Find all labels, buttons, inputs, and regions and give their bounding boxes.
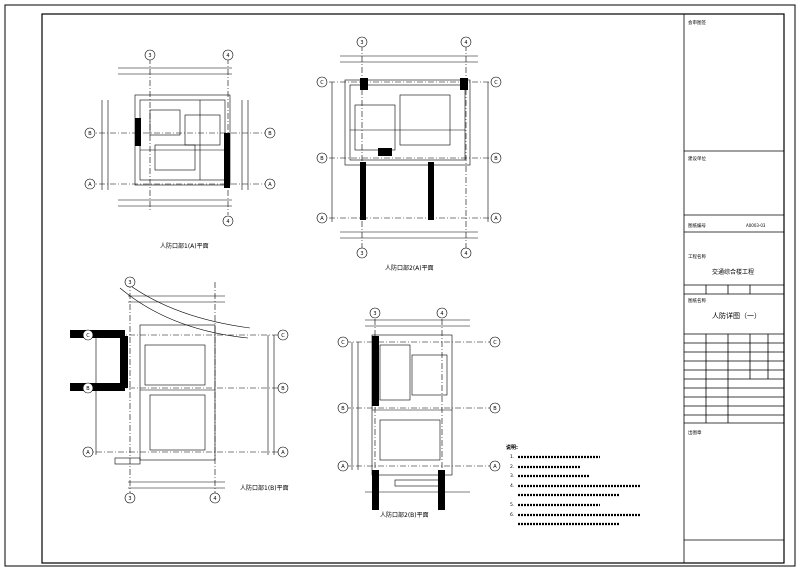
wall-fill bbox=[438, 470, 445, 510]
project-name: 交通综合楼工程 bbox=[712, 268, 754, 276]
svg-text:5.: 5. bbox=[510, 502, 514, 508]
svg-text:C: C bbox=[341, 340, 345, 346]
wall-fill bbox=[70, 330, 125, 338]
project-label: 工程名称 bbox=[688, 253, 706, 260]
drawing-number: A0003-03 bbox=[746, 223, 766, 228]
outer-border bbox=[4, 4, 796, 567]
svg-text:4: 4 bbox=[464, 251, 467, 257]
plan-caption: 人防口部1(B)平面 bbox=[240, 484, 289, 492]
svg-text:C: C bbox=[86, 333, 90, 339]
notes-heading: 说明: bbox=[506, 444, 518, 451]
inner-border bbox=[41, 13, 785, 564]
title-block-label: 图纸编号 bbox=[688, 222, 706, 229]
wall-fill bbox=[120, 336, 128, 388]
title-block-label: 出图章 bbox=[688, 429, 702, 436]
svg-text:6.: 6. bbox=[510, 512, 514, 518]
plan-caption: 人防口部2(A)平面 bbox=[385, 264, 434, 272]
svg-text:C: C bbox=[494, 80, 498, 86]
svg-text:A: A bbox=[86, 450, 90, 456]
svg-text:3: 3 bbox=[360, 251, 363, 257]
svg-text:3: 3 bbox=[373, 311, 376, 317]
svg-text:3.: 3. bbox=[510, 473, 514, 479]
svg-text:B: B bbox=[268, 131, 272, 137]
svg-text:4.: 4. bbox=[510, 483, 514, 489]
svg-text:A: A bbox=[88, 182, 92, 188]
svg-text:B: B bbox=[341, 406, 345, 412]
drawing-name: 人防详图（一） bbox=[712, 311, 761, 320]
wall-fill bbox=[372, 470, 379, 510]
plan-b2-labels: C C B B A A 3 4 人防口部2(B)平面 bbox=[337, 307, 501, 519]
plan-a1-labels: B B A A 3 4 4 人防口部1(A)平面 bbox=[84, 49, 276, 250]
svg-text:B: B bbox=[281, 386, 285, 392]
wall-fill bbox=[224, 133, 230, 188]
plan-a2 bbox=[318, 45, 498, 250]
plan-caption: 人防口部1(A)平面 bbox=[160, 242, 209, 250]
plan-b2 bbox=[345, 308, 500, 505]
svg-text:4: 4 bbox=[213, 496, 216, 502]
svg-text:3: 3 bbox=[128, 496, 131, 502]
svg-text:4: 4 bbox=[226, 53, 229, 59]
title-block-text: 会审图签 建设单位 图纸编号 A0003-03 工程名称 交通综合楼工程 图纸名… bbox=[688, 19, 766, 436]
title-block-label: 会审图签 bbox=[688, 19, 706, 26]
title-block bbox=[683, 14, 784, 563]
svg-text:C: C bbox=[281, 333, 285, 339]
wall-fill bbox=[428, 162, 434, 220]
wall-fill bbox=[360, 162, 366, 220]
notes-block: 说明: 1. 2. 3. 4. 5. 6. bbox=[506, 444, 640, 526]
svg-text:4: 4 bbox=[440, 311, 443, 317]
wall-fill bbox=[135, 118, 141, 146]
svg-text:A: A bbox=[320, 216, 324, 222]
wall-fill bbox=[70, 383, 125, 391]
svg-text:A: A bbox=[281, 450, 285, 456]
svg-text:B: B bbox=[493, 406, 497, 412]
svg-text:2.: 2. bbox=[510, 464, 514, 470]
svg-text:4: 4 bbox=[464, 40, 467, 46]
svg-text:A: A bbox=[268, 182, 272, 188]
svg-text:C: C bbox=[320, 80, 324, 86]
svg-text:3: 3 bbox=[128, 280, 131, 286]
drawing-label: 图纸名称 bbox=[688, 297, 706, 304]
svg-text:3: 3 bbox=[148, 53, 151, 59]
svg-text:A: A bbox=[493, 464, 497, 470]
svg-text:1.: 1. bbox=[510, 454, 514, 460]
title-block-label: 建设单位 bbox=[688, 155, 706, 162]
svg-text:4: 4 bbox=[226, 219, 229, 225]
wall-fill bbox=[372, 336, 379, 406]
svg-text:C: C bbox=[493, 340, 497, 346]
svg-text:A: A bbox=[341, 464, 345, 470]
svg-text:B: B bbox=[88, 131, 92, 137]
svg-text:B: B bbox=[86, 386, 90, 392]
plan-b1-labels: C C B B A A 3 3 4 人防口部1(B)平面 bbox=[82, 276, 289, 504]
svg-text:B: B bbox=[494, 156, 498, 162]
svg-text:A: A bbox=[494, 216, 498, 222]
svg-text:B: B bbox=[320, 156, 324, 162]
svg-text:3: 3 bbox=[360, 40, 363, 46]
plan-a1 bbox=[88, 58, 272, 215]
plan-a2-labels: C C B B A A 3 4 3 4 人防口部2(A)平面 bbox=[316, 36, 502, 272]
plan-caption: 人防口部2(B)平面 bbox=[380, 511, 429, 519]
